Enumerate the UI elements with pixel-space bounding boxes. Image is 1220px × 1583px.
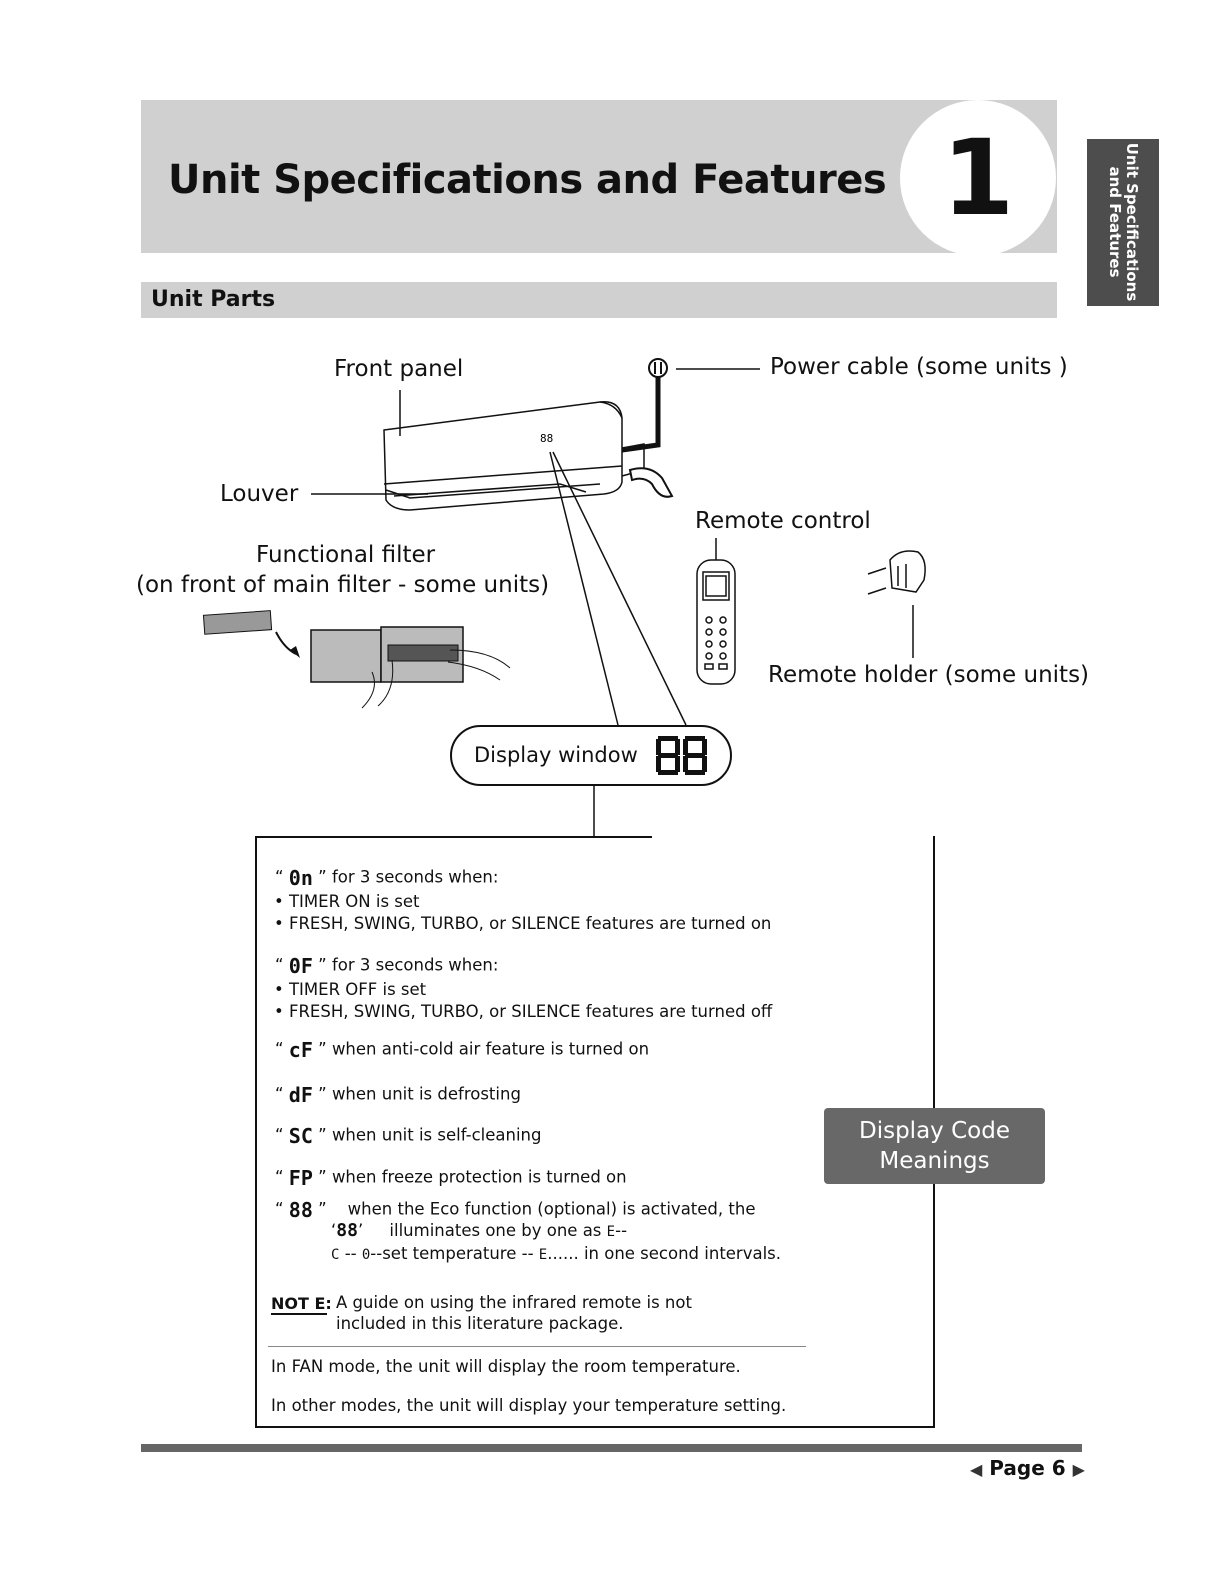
- indoor-unit-illustration: [383, 401, 645, 511]
- note-divider: [268, 1346, 806, 1347]
- code-fp-text: when freeze protection is turned on: [331, 1167, 627, 1187]
- chapter-circle: [900, 100, 1056, 256]
- label-front-panel: Front panel: [334, 356, 464, 382]
- code-on-item-2: • FRESH, SWING, TURBO, or SILENCE featur…: [274, 914, 772, 933]
- code-sc-row: “ SC ” when unit is self-cleaning: [275, 1124, 542, 1148]
- badge-line-1: Display Code: [859, 1118, 1010, 1144]
- remote-control-illustration: [696, 559, 736, 685]
- page-navigation: ◀ Page 6 ▶: [970, 1456, 1085, 1480]
- code-cf-text: when anti-cold air feature is turned on: [331, 1039, 650, 1059]
- code-eco-line-3a: --: [344, 1244, 357, 1263]
- display-digits-icon: [656, 736, 708, 780]
- code-fp-glyph: FP: [288, 1166, 313, 1190]
- label-functional-filter-note: (on front of main filter - some units): [136, 572, 550, 598]
- code-eco-line-2-row: ‘88’ illuminates one by one as E--: [331, 1220, 628, 1241]
- section-band: [141, 282, 1057, 318]
- page-label: Page 6: [989, 1456, 1066, 1480]
- display-code-meanings-badge: Display Code Meanings: [824, 1108, 1045, 1184]
- next-page-icon[interactable]: ▶: [1072, 1460, 1085, 1479]
- code-eco-line-1: when the Eco function (optional) is acti…: [347, 1199, 756, 1219]
- code-eco-line-2: illuminates one by one as: [389, 1221, 602, 1240]
- code-eco-row: “ 88 ” when the Eco function (optional) …: [275, 1198, 756, 1222]
- code-df-text: when unit is defrosting: [331, 1084, 521, 1104]
- label-louver: Louver: [220, 481, 299, 507]
- code-on-item-1: • TIMER ON is set: [274, 892, 420, 911]
- section-title: Unit Parts: [151, 287, 276, 312]
- eco-0-icon: 0: [361, 1247, 371, 1263]
- label-remote-control: Remote control: [695, 508, 871, 534]
- power-cable-illustration: [621, 358, 760, 498]
- code-of-item-2: • FRESH, SWING, TURBO, or SILENCE featur…: [274, 1002, 773, 1021]
- side-tab[interactable]: Unit Specifications and Features: [1087, 139, 1159, 306]
- code-eco-line-3c: ...... in one second intervals.: [547, 1244, 782, 1263]
- unit-display-digits: 88: [540, 432, 553, 445]
- code-eco-line-3b: --set temperature --: [370, 1244, 534, 1263]
- code-fp-row: “ FP ” when freeze protection is turned …: [275, 1166, 627, 1190]
- code-eco-inline-glyph: 88: [336, 1220, 358, 1241]
- eco-c-icon: C: [331, 1247, 340, 1263]
- code-cf-row: “ cF ” when anti-cold air feature is tur…: [275, 1038, 650, 1062]
- page-title: Unit Specifications and Features: [168, 157, 887, 203]
- other-modes-text: In other modes, the unit will display yo…: [271, 1396, 787, 1415]
- fan-mode-text: In FAN mode, the unit will display the r…: [271, 1357, 741, 1376]
- display-codes-box-top: [255, 836, 652, 838]
- code-on-glyph: 0n: [288, 866, 313, 890]
- code-sc-text: when unit is self-cleaning: [331, 1125, 542, 1145]
- remote-holder-illustration: [867, 550, 926, 595]
- code-of-row: “ 0F ” for 3 seconds when:: [275, 954, 499, 978]
- chapter-number: 1: [941, 117, 1015, 239]
- code-on-row: “ 0n ” for 3 seconds when:: [275, 866, 499, 890]
- prev-page-icon[interactable]: ◀: [970, 1460, 983, 1479]
- eco-e2-icon: E: [538, 1247, 548, 1263]
- code-eco-line-2-end: --: [615, 1221, 628, 1240]
- note-underline: [271, 1313, 327, 1315]
- code-eco-glyph: 88: [288, 1198, 313, 1222]
- badge-line-2: Meanings: [879, 1148, 990, 1174]
- code-df-glyph: dF: [288, 1083, 313, 1107]
- label-power-cable: Power cable (some units ): [770, 354, 1068, 380]
- code-of-glyph: 0F: [288, 954, 313, 978]
- display-window-label: Display window: [474, 743, 638, 767]
- note-label: NOT E:: [271, 1294, 332, 1313]
- label-remote-holder: Remote holder (some units): [768, 662, 1090, 688]
- code-of-intro: for 3 seconds when:: [331, 955, 499, 975]
- code-of-item-1: • TIMER OFF is set: [274, 980, 427, 999]
- code-eco-line-3-row: C -- 0--set temperature -- E...... in on…: [331, 1244, 781, 1263]
- functional-filter-illustration: [202, 610, 511, 709]
- eco-e-icon: E: [606, 1224, 616, 1240]
- code-on-intro: for 3 seconds when:: [331, 867, 499, 887]
- code-df-row: “ dF ” when unit is defrosting: [275, 1083, 521, 1107]
- note-line-2: included in this literature package.: [336, 1314, 624, 1333]
- footer-bar: [141, 1444, 1082, 1452]
- code-cf-glyph: cF: [288, 1038, 313, 1062]
- label-functional-filter: Functional filter: [256, 542, 436, 568]
- note-line-1: A guide on using the infrared remote is …: [336, 1293, 692, 1312]
- code-sc-glyph: SC: [288, 1124, 313, 1148]
